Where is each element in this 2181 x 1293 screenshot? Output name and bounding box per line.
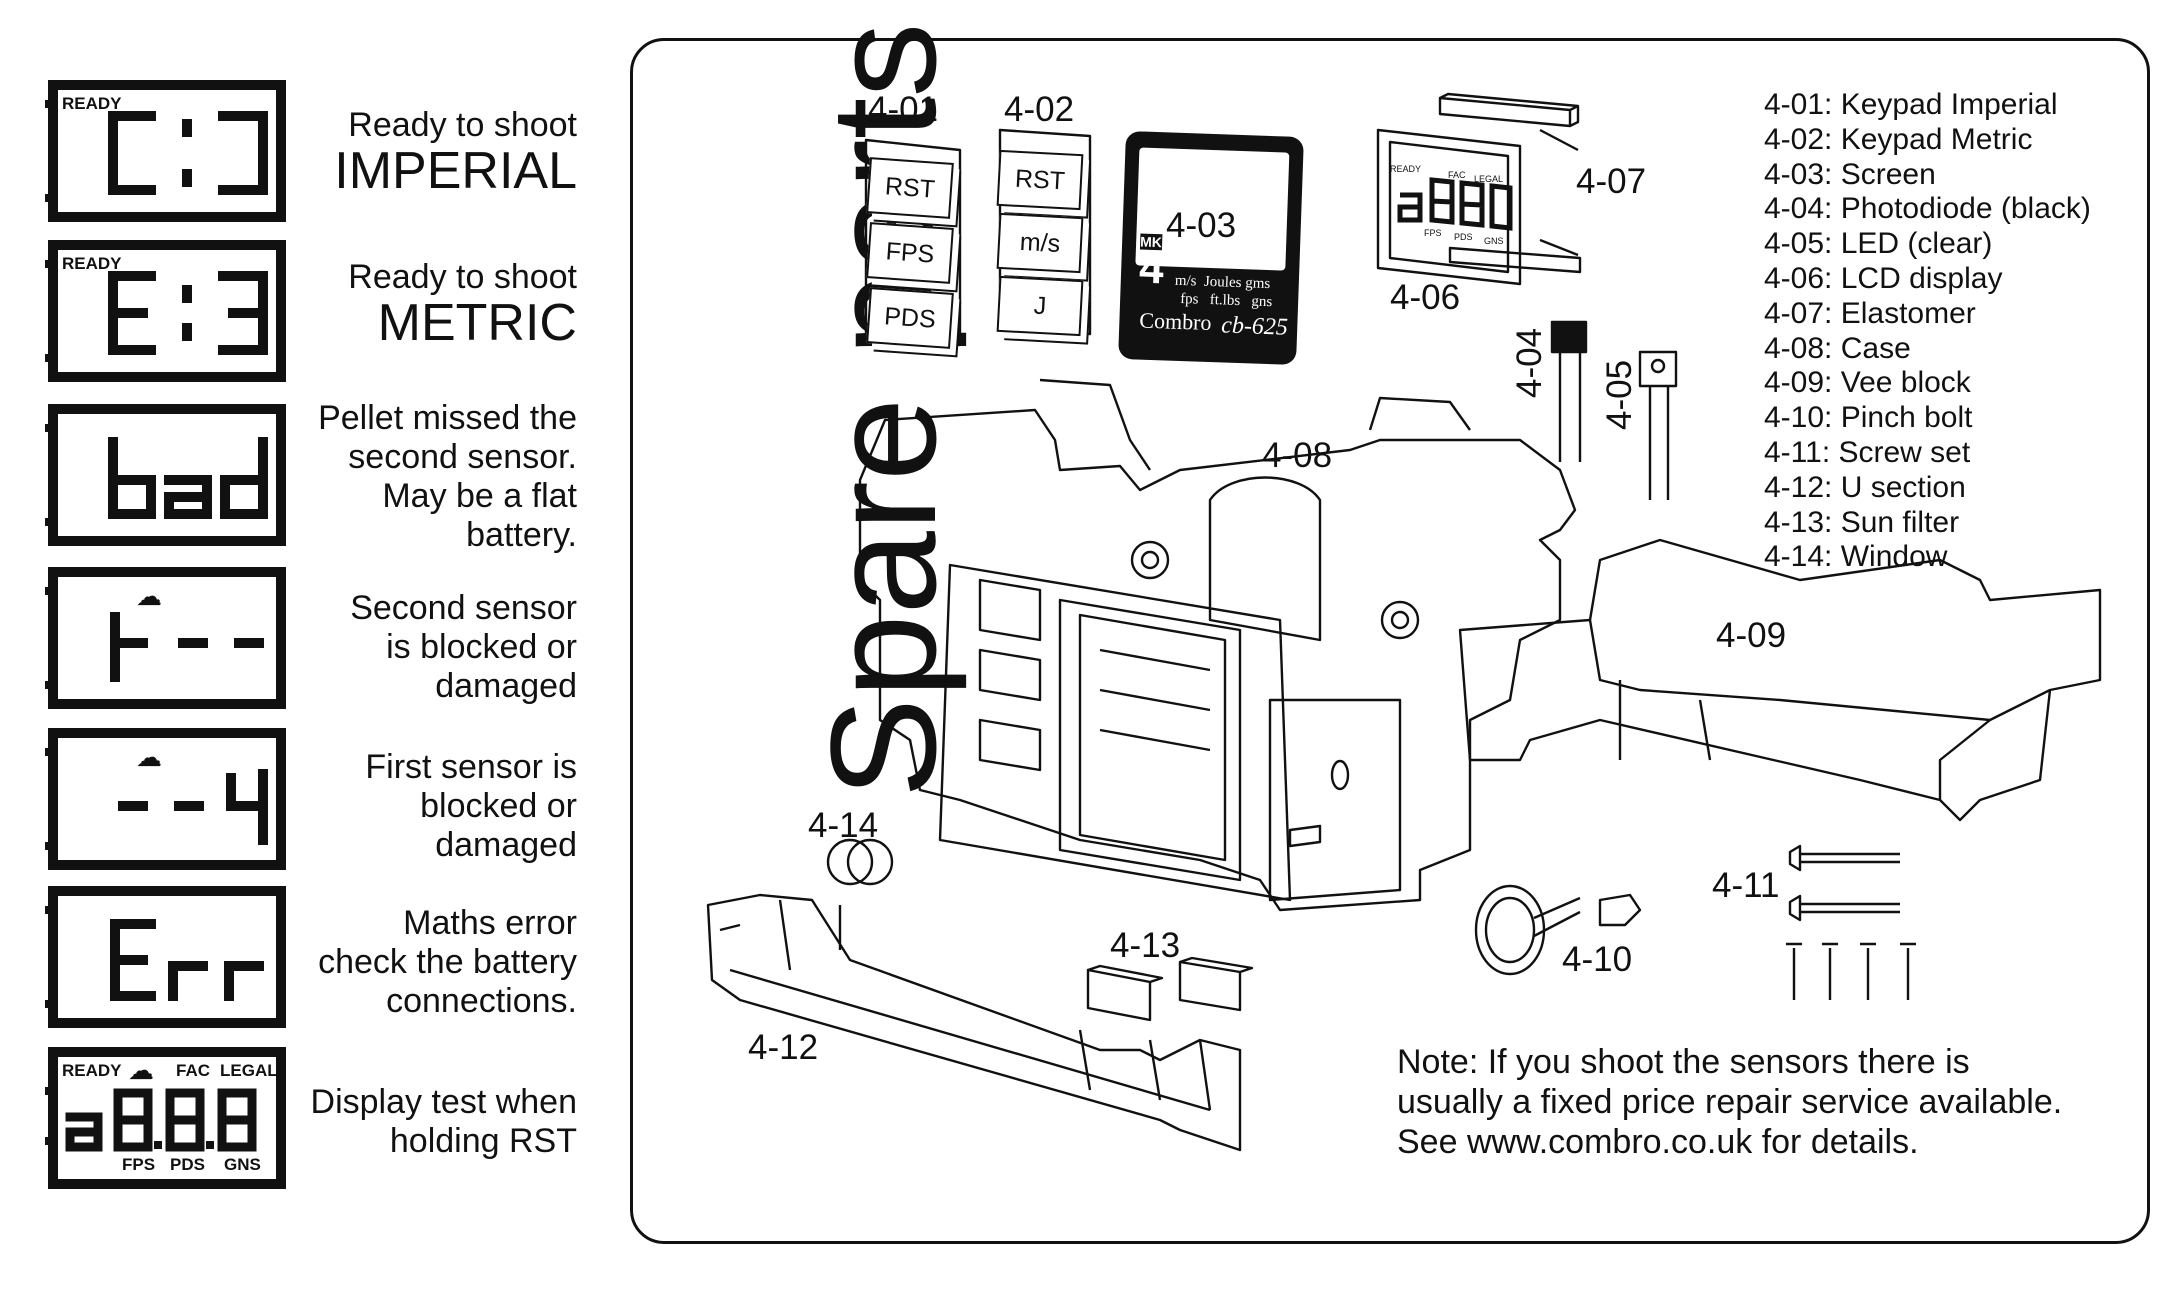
label-4-14: 4-14 — [808, 806, 879, 845]
seven-segment-display — [110, 612, 264, 682]
key-fps: FPS — [866, 222, 954, 284]
parts-legend: 4-01: Keypad Imperial 4-02: Keypad Metri… — [1764, 88, 2091, 574]
window-lens-b — [846, 838, 894, 886]
seven-segment-display — [108, 111, 268, 195]
label-4-06: 4-06 — [1390, 278, 1461, 317]
lcd-desc-display-test: Display test when holding RST — [310, 1083, 577, 1160]
seven-segment-display — [108, 271, 268, 355]
lcd-desc-first-sensor: First sensor is blocked or damaged — [365, 748, 577, 864]
screen-part: MK 4 m/s Joules gms fps ft.lbs gns Combr… — [1118, 130, 1304, 366]
u-section-outline — [706, 893, 1242, 1152]
lcd-second-sensor: ☁ — [45, 567, 286, 709]
lcd-desc-second-sensor: Second sensor is blocked or damaged — [350, 589, 577, 705]
lcd-display-frame — [1376, 128, 1522, 286]
lcd-desc-metric: Ready to shoot METRIC — [348, 258, 577, 352]
seven-segment-display — [65, 1088, 257, 1152]
repair-note: Note: If you shoot the sensors there is … — [1397, 1043, 2063, 1161]
label-4-05: 4-05 — [1600, 359, 1639, 430]
label-4-08: 4-08 — [1262, 436, 1333, 475]
photodiode-body — [1550, 320, 1588, 354]
sun-icon: ☁ — [136, 742, 162, 772]
lcd-desc-bad: Pellet missed the second sensor. May be … — [318, 399, 577, 554]
nut — [1598, 893, 1642, 927]
seven-segment-display — [108, 437, 268, 519]
label-4-01: 4-01 — [868, 90, 939, 129]
ready-indicator: READY — [62, 94, 122, 113]
seven-segment-display — [110, 919, 264, 1001]
key-rst-metric: RST — [996, 149, 1084, 211]
label-4-10: 4-10 — [1562, 940, 1633, 979]
lcd-desc-imperial: Ready to shoot IMPERIAL — [334, 106, 577, 200]
lcd-display-test: READY ☁ FAC LEGAL FPS PDS GNS — [45, 1047, 286, 1189]
sun-icon: ☁ — [128, 1055, 154, 1085]
key-j: J — [996, 275, 1084, 337]
lcd-desc-maths-error: Maths error check the battery connection… — [318, 904, 577, 1020]
label-4-12: 4-12 — [748, 1028, 819, 1067]
label-4-03: 4-03 — [1166, 206, 1237, 245]
spare-parts-panel — [630, 38, 2150, 1244]
lcd-ready-imperial: READY — [45, 80, 286, 222]
label-4-07: 4-07 — [1576, 162, 1647, 201]
keypad-imperial-plate — [864, 138, 962, 347]
key-rst-imperial: RST — [866, 157, 954, 219]
lcd-maths-error — [45, 886, 286, 1028]
key-ms: m/s — [996, 212, 1084, 274]
case-outline — [858, 378, 1577, 912]
ready-indicator: READY — [62, 254, 122, 273]
elastomer-bottom — [1448, 246, 1582, 274]
label-4-04: 4-04 — [1510, 327, 1549, 398]
lcd-part-digits — [1397, 177, 1513, 231]
window-lens-a — [826, 838, 874, 886]
elastomer-top — [1438, 92, 1580, 128]
lcd-first-sensor: ☁ — [45, 728, 286, 870]
key-pds: PDS — [866, 287, 954, 349]
led-body — [1638, 350, 1678, 388]
lcd-bad — [45, 404, 286, 546]
label-4-02: 4-02 — [1004, 90, 1075, 129]
label-4-13: 4-13 — [1110, 926, 1181, 965]
label-4-11: 4-11 — [1712, 866, 1780, 905]
lcd-ready-metric: READY — [45, 240, 286, 382]
vee-block-outline — [1458, 538, 2102, 822]
sun-icon: ☁ — [136, 581, 162, 611]
sun-filter-a — [1086, 964, 1164, 1022]
seven-segment-display — [118, 769, 268, 845]
sun-filter-b — [1178, 956, 1254, 1012]
label-4-09: 4-09 — [1716, 616, 1787, 655]
screw-set — [1786, 844, 1916, 1000]
